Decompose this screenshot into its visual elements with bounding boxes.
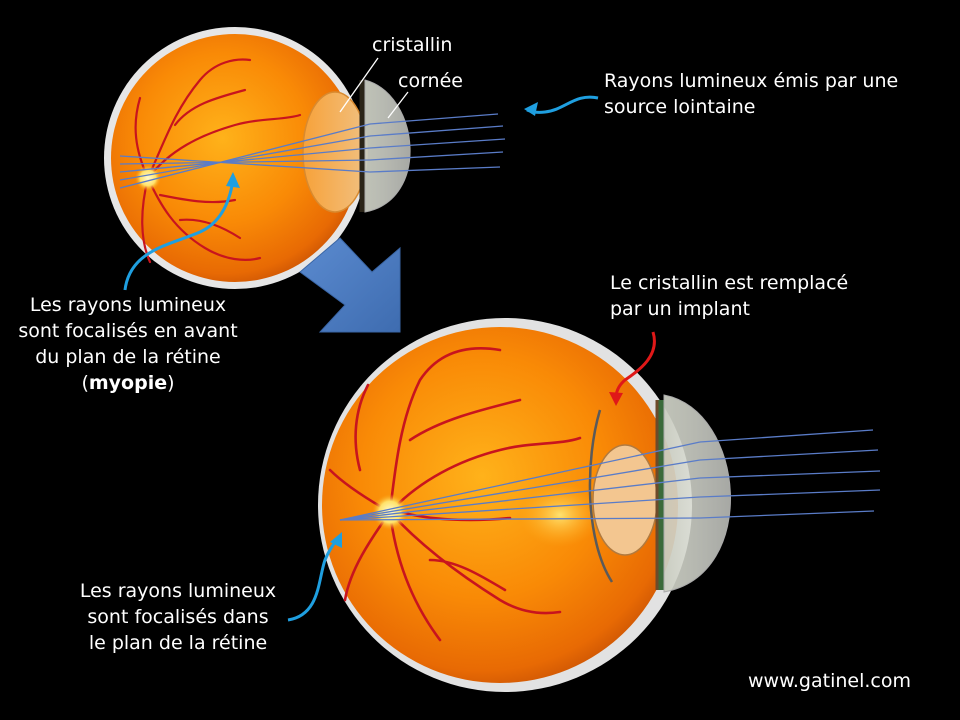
retina-focus-arrow bbox=[287, 532, 342, 622]
implant-haptic bbox=[588, 409, 614, 583]
rays-source-arrow bbox=[524, 95, 599, 116]
myopia-term: (myopie) bbox=[81, 372, 175, 394]
top-eye-rays bbox=[119, 113, 506, 189]
implant-arrow bbox=[609, 331, 656, 406]
cristallin-label: cristallin bbox=[372, 34, 453, 56]
bottom-eye-retina bbox=[322, 327, 678, 683]
cornee-label: cornée bbox=[398, 70, 463, 92]
myopia-line: du plan de la rétine bbox=[35, 346, 221, 368]
cornee-pointer bbox=[387, 91, 409, 119]
focused-line: le plan de la rétine bbox=[88, 632, 268, 654]
myopia-line: sont focalisés en avant bbox=[18, 320, 238, 342]
bottom-eye-glow bbox=[520, 483, 600, 547]
focused-line: Les rayons lumineux bbox=[79, 580, 277, 602]
bottom-eye-cornea bbox=[663, 394, 731, 593]
rays-source-line: Rayons lumineux émis par une bbox=[604, 70, 899, 92]
top-eye bbox=[104, 27, 506, 289]
top-eye-optic-disc bbox=[135, 165, 161, 191]
myopia-bold-term: myopie bbox=[88, 372, 168, 394]
transition-arrow bbox=[299, 237, 401, 333]
rays-source-label: Rayons lumineux émis par une source loin… bbox=[604, 68, 898, 120]
myopia-label: Les rayons lumineux sont focalisés en av… bbox=[4, 292, 252, 396]
website-label: www.gatinel.com bbox=[748, 670, 911, 692]
implant-line: par un implant bbox=[610, 298, 750, 320]
myopia-line: Les rayons lumineux bbox=[29, 294, 227, 316]
rays-source-line: source lointaine bbox=[604, 96, 756, 118]
focused-label: Les rayons lumineux sont focalisés dans … bbox=[64, 578, 292, 656]
implant-label: Le cristallin est remplacé par un implan… bbox=[610, 270, 848, 322]
focused-line: sont focalisés dans bbox=[87, 606, 269, 628]
cristallin-pointer bbox=[339, 57, 379, 113]
top-eye-cornea bbox=[364, 79, 411, 213]
bottom-eye-rays bbox=[339, 429, 881, 521]
bottom-eye bbox=[318, 318, 881, 692]
implant-line: Le cristallin est remplacé bbox=[610, 272, 849, 294]
myopia-focus-arrow bbox=[123, 172, 240, 291]
